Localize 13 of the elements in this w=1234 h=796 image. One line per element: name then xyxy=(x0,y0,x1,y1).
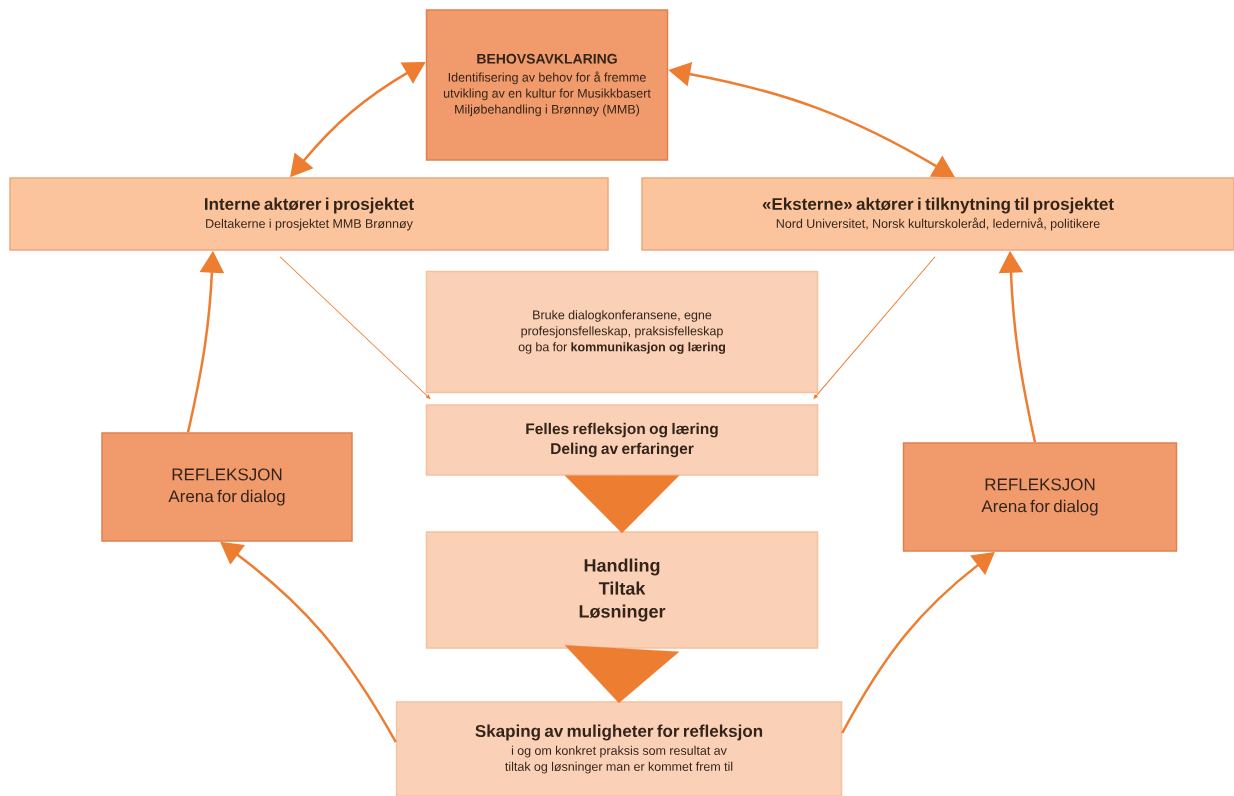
process-box: Handling Tiltak Løsninger xyxy=(425,531,819,649)
process-box: Skaping av muligheter for refleksjon i og om konkret praksis som resultat av tiltak og løsninger man er kommet frem til xyxy=(395,701,843,796)
process-box: Felles refleksjon og læring Deling av erfaringer xyxy=(425,404,819,476)
chevron-arrow xyxy=(564,645,680,704)
process-box: REFLEKSJON Arena for dialog xyxy=(902,442,1178,552)
process-box: Bruke dialogkonferansene, egne profesjonsfelleskap, praksisfelleskap og ba for kommunikasjon og læring xyxy=(425,270,819,394)
connector-line xyxy=(279,256,431,399)
process-box: REFLEKSJON Arena for dialog xyxy=(101,432,353,542)
process-box: Interne aktører i prosjektet Deltakerne i prosjektet MMB Brønnøy xyxy=(9,177,609,251)
chevron-arrow xyxy=(564,475,680,534)
process-box: «Eksterne» aktører i tilknytning til prosjektet Nord Universitet, Norsk kulturskoleråd, ledernivå, politikere xyxy=(641,177,1234,251)
connector-line xyxy=(813,256,936,399)
process-box: BEHOVSAVKLARING Identifisering av behov for å fremme utvikling av en kultur for Musikkbasert Miljøbehandling i Brønnøy (MMB) xyxy=(425,9,669,161)
